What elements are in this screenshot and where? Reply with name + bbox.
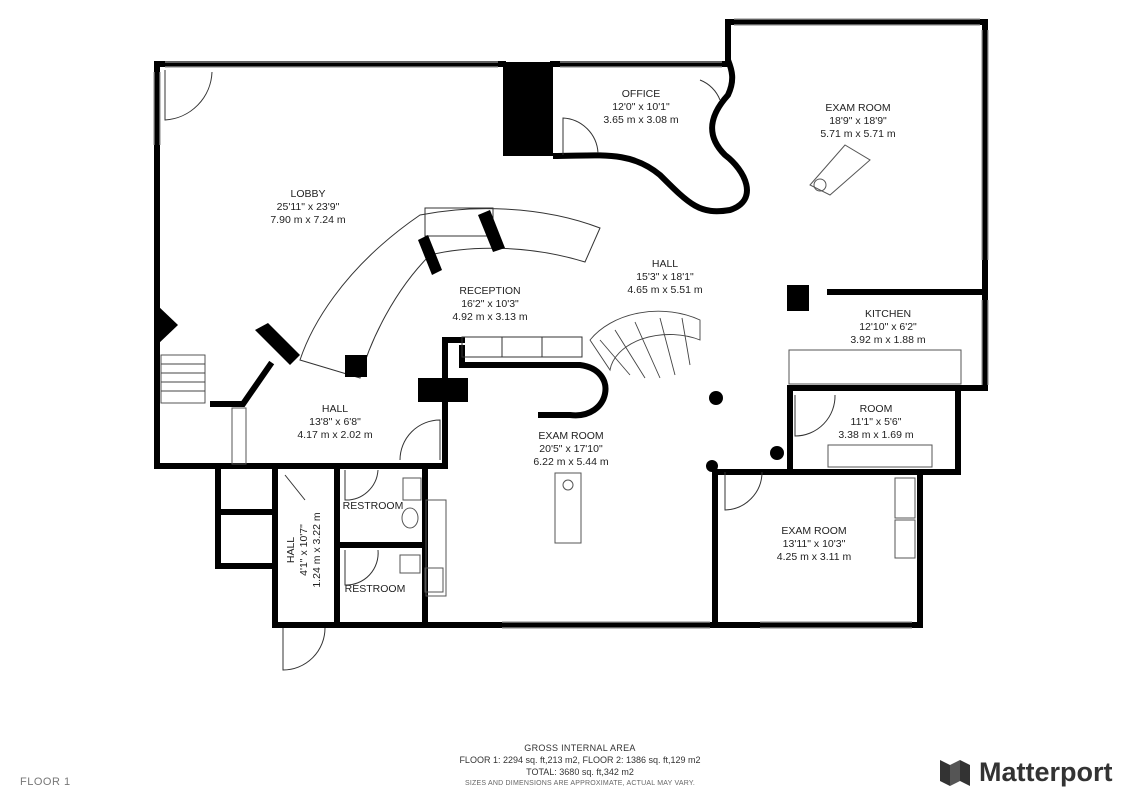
curved-walls <box>459 58 750 419</box>
area-title: GROSS INTERNAL AREA <box>524 743 636 753</box>
area-note: SIZES AND DIMENSIONS ARE APPROXIMATE, AC… <box>465 780 695 787</box>
reception-desk-blocks <box>255 210 505 377</box>
solid-blocks <box>157 62 809 472</box>
windows <box>153 18 989 629</box>
doors <box>164 70 836 671</box>
floor-label: FLOOR 1 <box>20 776 71 788</box>
walls <box>154 19 988 628</box>
hall-vertical-label: HALL4'1" x 10'7"1.24 m x 3.22 m <box>285 512 323 588</box>
restroom-2-label: RESTROOM <box>345 583 406 595</box>
brand-name: Matterport <box>979 756 1113 787</box>
restroom-1-label: RESTROOM <box>343 500 404 512</box>
gross-internal-area: GROSS INTERNAL AREA FLOOR 1: 2294 sq. ft… <box>360 742 800 790</box>
stairs <box>160 310 701 404</box>
matterport-logo: Matterport <box>938 755 1113 789</box>
area-total: TOTAL: 3680 sq. ft,342 m2 <box>526 767 634 777</box>
reception-desk <box>299 207 601 379</box>
fixtures <box>231 144 962 597</box>
area-floors: FLOOR 1: 2294 sq. ft,213 m2, FLOOR 2: 13… <box>459 755 701 765</box>
matterport-icon <box>940 760 970 786</box>
